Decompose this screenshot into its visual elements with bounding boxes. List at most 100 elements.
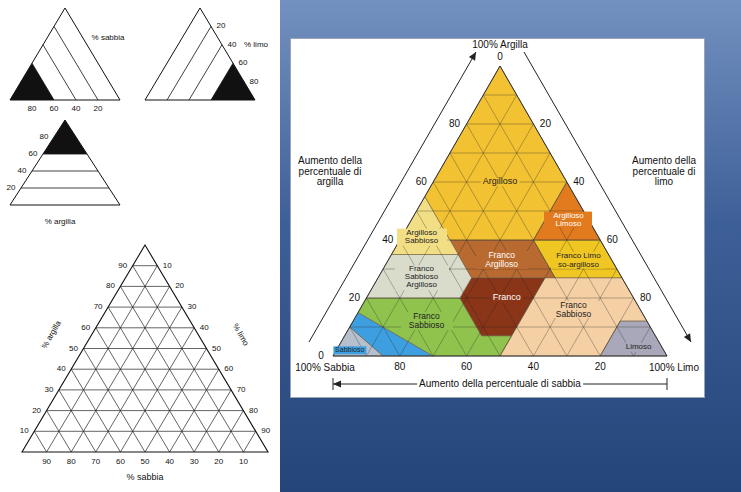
tick-number: 80 [40,133,49,141]
tick-number: 60 [461,362,472,373]
tick-number: 10 [20,427,29,435]
tick-number: 20 [94,105,103,113]
axis-tick [333,378,334,390]
grid-line [84,348,207,349]
tick-number: 20 [595,362,606,373]
tick-number: 70 [94,303,103,311]
grid-line [350,327,651,328]
grid-line [450,153,567,356]
clay-line [21,188,109,189]
tick-number: 30 [190,458,199,466]
tick-number: 80 [67,458,76,466]
texture-class-label: Argilloso Sabbioso [397,229,447,246]
silt-line [167,26,211,100]
sand-line [43,45,76,100]
grid-line [467,124,534,125]
texture-class-label: Franco Limo so-argilloso [551,252,605,269]
tick-number: 70 [91,458,100,466]
grid-line [133,266,244,452]
triangle-outline [10,120,120,205]
tick-number: 60 [50,105,59,113]
tick-number: 60 [29,150,38,158]
grid-line [400,240,467,356]
shaded-corner [43,120,87,154]
apex-label: 100% Argilla [472,40,528,51]
texture-region [366,255,471,299]
tick-number: 40 [165,458,174,466]
corner-label: 100% Limo [649,363,699,374]
grid-line [120,328,194,452]
tick-number: 40 [200,324,209,332]
tick-number: 60 [607,235,618,246]
tick-number: 60 [116,458,125,466]
texture-class-label: Argilloso Limoso [544,211,592,228]
tick-number: 60 [416,177,427,188]
tick-number: 80 [106,282,115,290]
grid-line [71,369,120,452]
tick-number: 40 [528,362,539,373]
grid-line [500,211,584,356]
grid-line [366,298,399,356]
texture-class-label: Franco Sabbioso [401,312,453,330]
tick-number: 90 [261,427,270,435]
tick-number: 80 [640,293,651,304]
grid-line [84,349,146,453]
tick-number: 50 [69,344,78,352]
axis-arrow [524,52,691,342]
texture-class-label: Sabbioso [333,347,366,354]
texture-region [533,240,622,278]
clay-line [32,171,98,172]
shaded-corner [211,63,255,100]
grid-line [47,411,72,452]
tick-number: 0 [497,52,503,63]
grid-line [170,369,219,452]
tick-number: 30 [187,303,196,311]
axis-arrow [309,52,476,342]
axis-tick [667,378,668,390]
texture-class-label: Franco Sabbioso Argilloso [395,265,449,290]
grid-line [467,182,567,356]
texture-class-label: Franco Argilloso [476,251,528,269]
grid-line [133,265,158,266]
tick-number: 90 [42,458,51,466]
tick-number: 80 [394,362,405,373]
grid-line [108,307,194,452]
tick-number: 40 [382,235,393,246]
grid-line [59,390,96,452]
arrow-head [684,333,691,342]
texture-class-label: Limoso [624,343,654,351]
clay-line [43,154,87,155]
tick-number: 80 [449,119,460,130]
triangle-outline [10,8,120,100]
texture-class-label: Franco [491,293,523,302]
grid-line [71,369,219,370]
silt-line [233,82,244,100]
triangle-outline [145,8,255,100]
grid-line [450,153,550,154]
tick-number: 0 [318,351,324,362]
tick-number: 60 [224,365,233,373]
tick-number: 90 [118,261,127,269]
tick-number: 20 [175,282,184,290]
triangle-outline [333,66,667,356]
sand-line [21,82,32,100]
tick-number: 20 [217,22,226,30]
tick-number: 60 [239,59,248,67]
tick-number: 40 [18,167,27,175]
texture-class-label: Franco Sabbioso [546,301,600,319]
sand-line [54,26,98,100]
tick-number: 10 [239,458,248,466]
axis-title: Aumento della percentuale di sabbia [417,379,583,390]
grid-line [34,431,255,432]
tick-number: 40 [573,177,584,188]
grid-line [96,328,170,452]
axis-title: % argilla [45,218,76,226]
tick-number: 40 [72,105,81,113]
clay-line [54,137,76,138]
tick-number: 60 [81,324,90,332]
texture-class-label: Argilloso [481,177,520,186]
tick-number: 40 [228,41,237,49]
grid-line [194,390,231,452]
tick-number: 20 [32,406,41,414]
